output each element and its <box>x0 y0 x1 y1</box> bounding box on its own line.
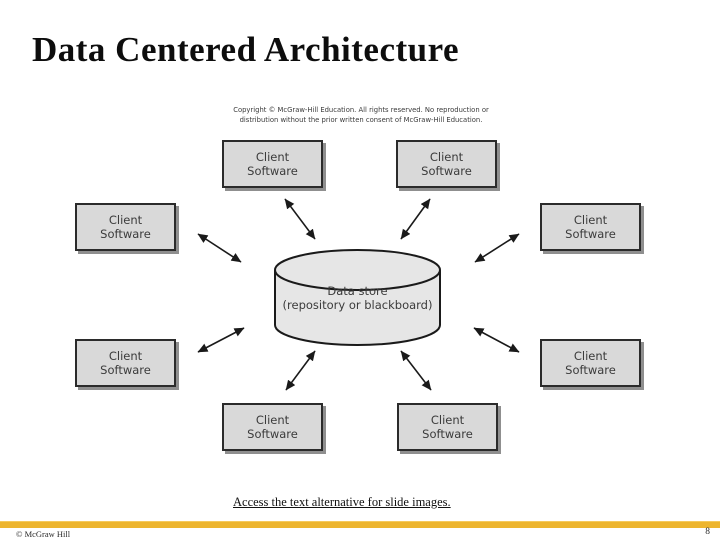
client-box-label: Client <box>573 348 608 363</box>
client-box-label: Software <box>565 227 616 241</box>
footer-copyright: © McGraw Hill <box>16 529 71 539</box>
client-software-box-bottom-left: Client Software <box>222 403 323 451</box>
client-box-label: Software <box>100 363 151 377</box>
diagram-copyright-notice: Copyright © McGraw-Hill Education. All r… <box>218 106 504 126</box>
page-number: 8 <box>705 527 710 537</box>
client-box-label: Client <box>429 149 464 164</box>
data-store-label: Data store (repository or blackboard) <box>277 284 438 313</box>
data-store-label-line1: Data store <box>327 284 388 298</box>
text-alternative-link[interactable]: Access the text alternative for slide im… <box>233 495 451 509</box>
client-box-label: Software <box>100 227 151 241</box>
diagram-copyright-line1: Copyright © McGraw-Hill Education. All r… <box>233 106 489 114</box>
client-box-label: Client <box>255 149 290 164</box>
client-software-box-bottom-right: Client Software <box>397 403 498 451</box>
client-box-label: Software <box>421 164 472 178</box>
client-box-label: Software <box>422 427 473 441</box>
client-box-label: Client <box>255 412 290 427</box>
client-box-label: Software <box>565 363 616 377</box>
client-software-box-lower-left: Client Software <box>75 339 176 387</box>
data-store-label-line2: (repository or blackboard) <box>282 298 433 313</box>
client-box-label: Client <box>108 348 143 363</box>
client-box-label: Software <box>247 427 298 441</box>
client-box-label: Client <box>108 212 143 227</box>
client-box-label: Client <box>573 212 608 227</box>
client-software-box-top-left: Client Software <box>222 140 323 188</box>
client-software-box-upper-right: Client Software <box>540 203 641 251</box>
client-software-box-upper-left: Client Software <box>75 203 176 251</box>
footer-accent-bar <box>0 521 720 528</box>
client-software-box-lower-right: Client Software <box>540 339 641 387</box>
diagram-copyright-line2: distribution without the prior written c… <box>239 115 483 124</box>
client-software-box-top-right: Client Software <box>396 140 497 188</box>
client-box-label: Client <box>430 412 465 427</box>
client-box-label: Software <box>247 164 298 178</box>
slide-title: Data Centered Architecture <box>32 30 460 69</box>
